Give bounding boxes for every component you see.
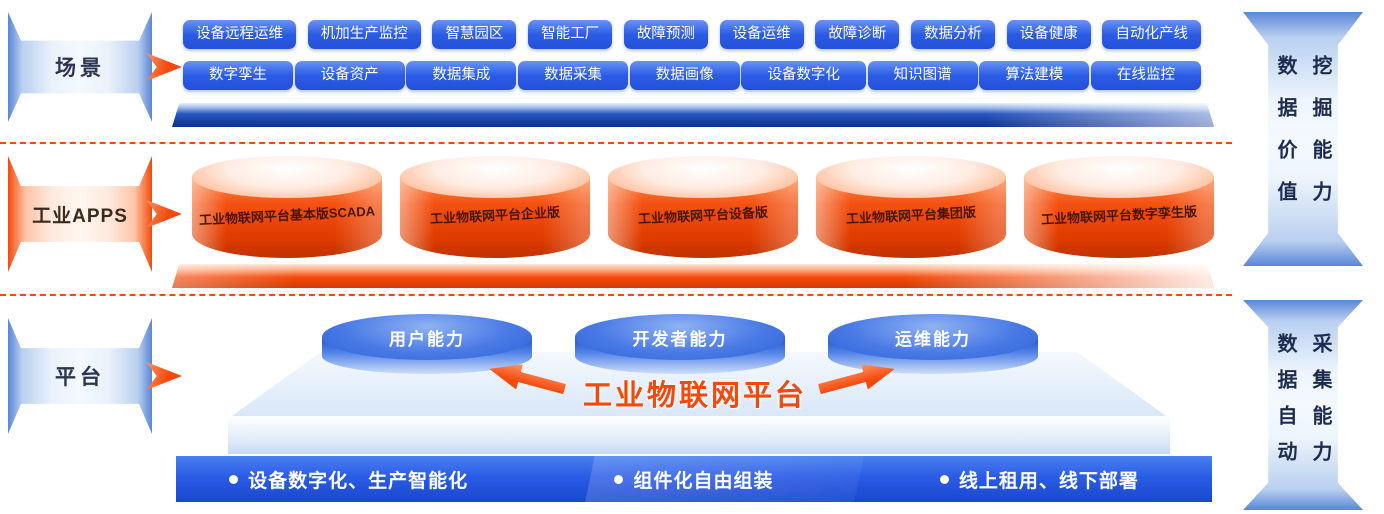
app-cylinder: 工业物联网平台数字孪生版 bbox=[1024, 156, 1214, 260]
capability-disc: 运维能力 bbox=[828, 314, 1038, 378]
scene-shelf-edge bbox=[172, 103, 1214, 127]
scene-chip: 数据采集 bbox=[518, 61, 629, 90]
scene-chip: 设备资产 bbox=[294, 61, 405, 90]
platform-title: 工业物联网平台 bbox=[582, 380, 807, 412]
disc-top: 用户能力 bbox=[322, 314, 532, 360]
apps-layer-tag: 工业APPS bbox=[8, 156, 152, 272]
scene-layer-tag: 场景 bbox=[8, 12, 152, 122]
scene-chip: 故障诊断 bbox=[815, 20, 900, 49]
scene-chip: 机加生产监控 bbox=[307, 20, 421, 49]
bullet-icon bbox=[939, 474, 949, 484]
scene-chip: 设备健康 bbox=[1006, 20, 1091, 49]
scene-chip: 数据分析 bbox=[911, 20, 996, 49]
apps-layer-label: 工业APPS bbox=[32, 205, 128, 227]
scene-chip-row-2: 数字孪生 设备资产 数据集成 数据采集 数据画像 设备数字化 知识图谱 算法建模… bbox=[183, 61, 1201, 90]
right-panel-data-value-mining: 数据价值 挖掘能力 bbox=[1243, 12, 1363, 266]
capability-disc-row: 用户能力 开发者能力 运维能力 bbox=[322, 314, 1038, 378]
scene-layer-label: 场景 bbox=[55, 57, 105, 80]
scene-chip: 知识图谱 bbox=[867, 61, 978, 90]
cylinder-top-icon bbox=[192, 156, 382, 198]
vertical-text-column: 挖掘能力 bbox=[1309, 55, 1331, 223]
scene-chip: 设备远程运维 bbox=[183, 20, 296, 49]
scene-chip: 算法建模 bbox=[979, 61, 1090, 90]
scene-chip: 数据画像 bbox=[629, 61, 740, 90]
capability-disc: 开发者能力 bbox=[575, 314, 785, 378]
cylinder-top-icon bbox=[816, 156, 1006, 198]
scene-chip-row-1: 设备远程运维 机加生产监控 智慧园区 智能工厂 故障预测 设备运维 故障诊断 数… bbox=[183, 20, 1201, 49]
scene-chip: 故障预测 bbox=[623, 20, 708, 49]
footer-item: 设备数字化、生产智能化 bbox=[176, 466, 521, 493]
cylinder-top-icon bbox=[1024, 156, 1214, 198]
dashed-separator-bottom bbox=[0, 294, 1232, 296]
platform-podium-band bbox=[228, 416, 1170, 454]
vertical-text-column: 数据价值 bbox=[1274, 55, 1296, 223]
right-panel-data-collection: 数据自动 采集能力 bbox=[1243, 300, 1363, 510]
scene-chip-grid: 设备远程运维 机加生产监控 智慧园区 智能工厂 故障预测 设备运维 故障诊断 数… bbox=[183, 20, 1201, 102]
scene-chip: 智能工厂 bbox=[528, 20, 613, 49]
cylinder-top-icon bbox=[400, 156, 590, 198]
disc-label: 运维能力 bbox=[895, 329, 971, 349]
platform-layer-tag: 平台 bbox=[8, 318, 152, 434]
scene-chip: 自动化产线 bbox=[1102, 20, 1201, 49]
apps-shelf-edge bbox=[172, 264, 1214, 288]
scene-chip: 智慧园区 bbox=[432, 20, 517, 49]
vertical-text-column: 采集能力 bbox=[1309, 333, 1331, 477]
disc-top: 开发者能力 bbox=[575, 314, 785, 360]
scene-chip: 设备数字化 bbox=[741, 61, 866, 90]
disc-label: 用户能力 bbox=[389, 329, 465, 349]
bullet-icon bbox=[229, 474, 239, 484]
dashed-separator-top bbox=[0, 142, 1232, 144]
capability-disc: 用户能力 bbox=[322, 314, 532, 378]
scene-chip: 设备运维 bbox=[719, 20, 804, 49]
apps-cylinder-row: 工业物联网平台基本版SCADA 工业物联网平台企业版 工业物联网平台设备版 工业… bbox=[192, 156, 1214, 260]
disc-top: 运维能力 bbox=[828, 314, 1038, 360]
platform-footer-bar: 设备数字化、生产智能化 组件化自由组装 线上租用、线下部署 bbox=[176, 456, 1212, 502]
bullet-icon bbox=[614, 474, 624, 484]
footer-item-label: 线上租用、线下部署 bbox=[958, 470, 1139, 492]
disc-label: 开发者能力 bbox=[632, 329, 728, 349]
scene-chip: 数据集成 bbox=[406, 61, 517, 90]
cylinder-top-icon bbox=[608, 156, 798, 198]
platform-layer-label: 平台 bbox=[55, 366, 105, 389]
footer-item-label: 设备数字化、生产智能化 bbox=[248, 470, 469, 492]
footer-item: 线上租用、线下部署 bbox=[867, 466, 1212, 493]
vertical-text-column: 数据自动 bbox=[1274, 333, 1296, 477]
scene-chip: 在线监控 bbox=[1091, 61, 1201, 90]
app-cylinder: 工业物联网平台集团版 bbox=[816, 156, 1006, 260]
app-cylinder: 工业物联网平台企业版 bbox=[400, 156, 590, 260]
app-cylinder: 工业物联网平台基本版SCADA bbox=[192, 156, 382, 260]
scene-chip: 数字孪生 bbox=[183, 61, 293, 90]
app-cylinder: 工业物联网平台设备版 bbox=[608, 156, 798, 260]
footer-item-label: 组件化自由组装 bbox=[633, 470, 774, 492]
footer-item: 组件化自由组装 bbox=[521, 466, 866, 493]
